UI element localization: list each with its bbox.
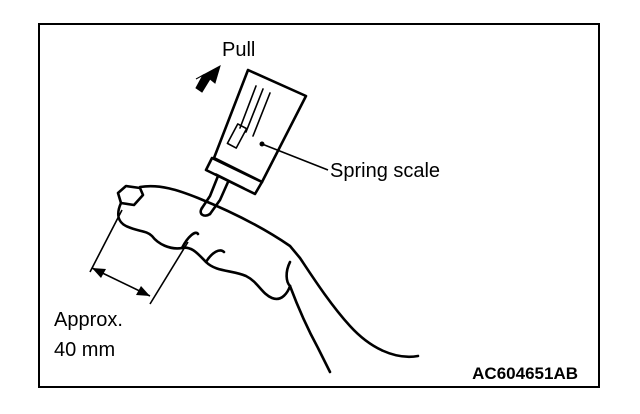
pull-label: Pull	[222, 39, 255, 61]
pull-arrow-icon	[195, 64, 221, 93]
approx-label-line1: Approx.	[54, 309, 123, 331]
figure-frame	[38, 23, 600, 388]
figure-code-label: AC604651AB	[472, 364, 578, 383]
brake-lever	[116, 184, 420, 374]
spring-scale-leader	[259, 141, 329, 171]
dimension-arrowhead-right-icon	[136, 286, 150, 296]
dimension-arrowhead-left-icon	[92, 268, 106, 278]
spring-scale	[199, 68, 308, 217]
approx-label-line2: 40 mm	[54, 339, 115, 361]
spring-scale-label: Spring scale	[330, 160, 440, 182]
